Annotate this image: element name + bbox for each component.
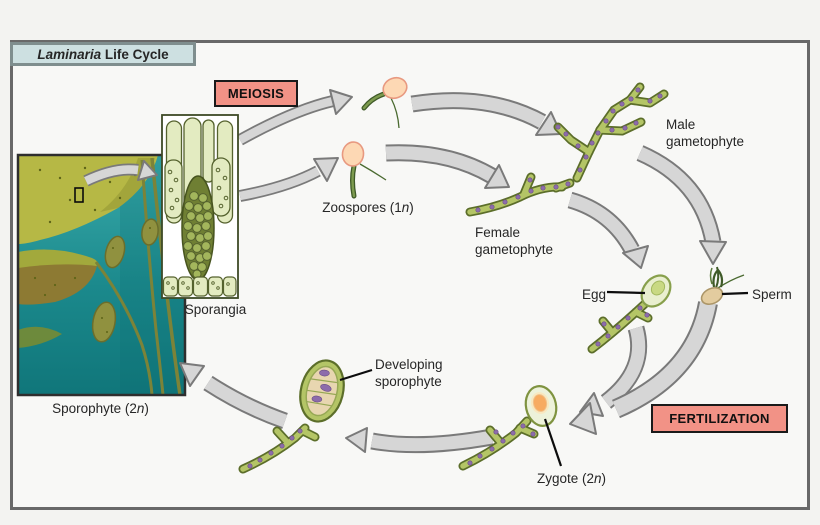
arrow-sporangia-to-zoospore-1	[237, 89, 353, 146]
egg-pointer-line	[606, 290, 646, 295]
fertilization-label-box: FERTILIZATION	[651, 404, 788, 433]
meiosis-label-box: MEIOSIS	[214, 80, 298, 107]
arrow-sporangia-to-zoospore-2	[238, 157, 339, 202]
arrow-male-gametophyte-to-sperm	[636, 145, 727, 265]
zoospores-label: Zoospores (1n)	[322, 200, 414, 215]
sporophyte-label: Sporophyte (2n)	[52, 401, 149, 416]
male-gametophyte-label: Male gametophyte	[666, 117, 745, 149]
egg-label: Egg	[582, 287, 607, 302]
arrow-sperm-to-zygote	[569, 300, 718, 435]
sperm-pointer-line	[721, 291, 749, 296]
diagram-title: Laminaria Life Cycle	[37, 46, 169, 62]
sporangia-label: Sporangia	[184, 302, 247, 317]
photo-sample-marker	[74, 187, 84, 203]
sporangia-illustration	[161, 114, 239, 299]
arrow-developing-sporophyte-to-sporophyte	[179, 362, 288, 430]
female-gametophyte-illustration	[465, 172, 575, 217]
zygote-label: Zygote (2n)	[537, 471, 607, 486]
male-gametophyte-illustration	[553, 82, 669, 183]
arrow-zoospore-to-male-gametophyte	[410, 92, 562, 136]
arrow-zoospore-to-female-gametophyte	[385, 144, 510, 189]
developing-sporophyte-illustration	[238, 359, 345, 474]
developing-sporophyte-label: Developing sporophyte	[375, 357, 443, 389]
sperm-illustration	[700, 266, 745, 306]
arrow-zygote-to-developing-sporophyte	[345, 427, 494, 454]
zygote-pointer-line	[543, 418, 563, 467]
arrow-photo-to-sporangia	[83, 160, 158, 187]
developing-sporophyte-pointer-line	[339, 368, 373, 382]
diagram-title-box: Laminaria Life Cycle	[10, 42, 196, 66]
sperm-label: Sperm	[752, 287, 792, 302]
sporophyte-photo	[16, 153, 187, 397]
zygote-illustration	[458, 385, 558, 471]
zoospore-1	[361, 76, 408, 129]
female-gametophyte-label: Female gametophyte	[475, 225, 554, 257]
egg-illustration	[587, 274, 672, 354]
fertilization-label: FERTILIZATION	[669, 411, 770, 426]
meiosis-label: MEIOSIS	[227, 86, 285, 101]
arrow-female-gametophyte-to-egg	[567, 191, 649, 269]
zoospore-2	[341, 141, 387, 199]
